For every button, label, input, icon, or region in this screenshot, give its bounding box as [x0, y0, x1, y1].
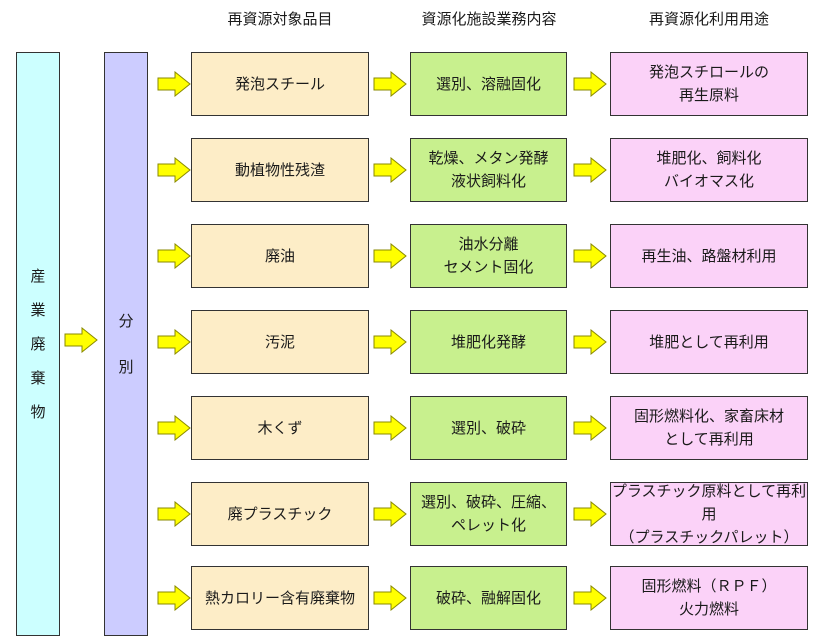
target-item-box: 廃プラスチック	[191, 482, 369, 546]
facility-process-box: 乾燥、メタン発酵 液状飼料化	[410, 138, 567, 202]
right-arrow-icon	[373, 415, 407, 441]
right-arrow-icon	[157, 71, 191, 97]
recycling-use-box: 固形燃料化、家畜床材 として再利用	[610, 396, 808, 460]
right-arrow-icon	[157, 585, 191, 611]
right-arrow-icon	[373, 157, 407, 183]
industrial-waste-box: 産業廃棄物	[16, 52, 60, 636]
facility-process-box: 堆肥化発酵	[410, 310, 567, 374]
facility-process-box: 破砕、融解固化	[410, 566, 567, 630]
right-arrow-icon	[373, 71, 407, 97]
recycling-use-box: 発泡スチロールの 再生原料	[610, 52, 808, 116]
target-item-box: 発泡スチール	[191, 52, 369, 116]
header-recycling-use: 再資源化利用用途	[648, 10, 769, 28]
recycling-use-box: プラスチック原料として再利用 （プラスチックパレット）	[610, 481, 808, 546]
right-arrow-icon	[64, 327, 98, 353]
right-arrow-icon	[573, 243, 607, 269]
recycling-use-box: 堆肥化、飼料化 バイオマス化	[610, 138, 808, 202]
right-arrow-icon	[573, 329, 607, 355]
target-item-box: 熱カロリー含有廃棄物	[191, 566, 369, 630]
target-item-box: 動植物性残渣	[191, 138, 369, 202]
right-arrow-icon	[157, 243, 191, 269]
right-arrow-icon	[373, 501, 407, 527]
right-arrow-icon	[157, 415, 191, 441]
target-item-box: 廃油	[191, 224, 369, 288]
target-item-box: 木くず	[191, 396, 369, 460]
sorting-box: 分別	[104, 52, 148, 636]
right-arrow-icon	[573, 157, 607, 183]
right-arrow-icon	[373, 585, 407, 611]
header-target-items: 再資源対象品目	[227, 10, 333, 28]
recycling-use-box: 堆肥として再利用	[610, 310, 808, 374]
header-facility-work: 資源化施設業務内容	[421, 10, 557, 28]
sorting-label: 分別	[118, 312, 134, 376]
right-arrow-icon	[157, 329, 191, 355]
right-arrow-icon	[157, 157, 191, 183]
facility-process-box: 選別、破砕、圧縮、 ペレット化	[410, 482, 567, 546]
right-arrow-icon	[573, 585, 607, 611]
right-arrow-icon	[157, 501, 191, 527]
right-arrow-icon	[573, 71, 607, 97]
facility-process-box: 油水分離 セメント固化	[410, 224, 567, 288]
recycling-use-box: 固形燃料（ＲＰＦ） 火力燃料	[610, 566, 808, 630]
industrial-waste-label: 産業廃棄物	[30, 267, 46, 421]
right-arrow-icon	[373, 243, 407, 269]
facility-process-box: 選別、破砕	[410, 396, 567, 460]
facility-process-box: 選別、溶融固化	[410, 52, 567, 116]
right-arrow-icon	[373, 329, 407, 355]
right-arrow-icon	[573, 501, 607, 527]
recycling-use-box: 再生油、路盤材利用	[610, 224, 808, 288]
target-item-box: 汚泥	[191, 310, 369, 374]
right-arrow-icon	[573, 415, 607, 441]
